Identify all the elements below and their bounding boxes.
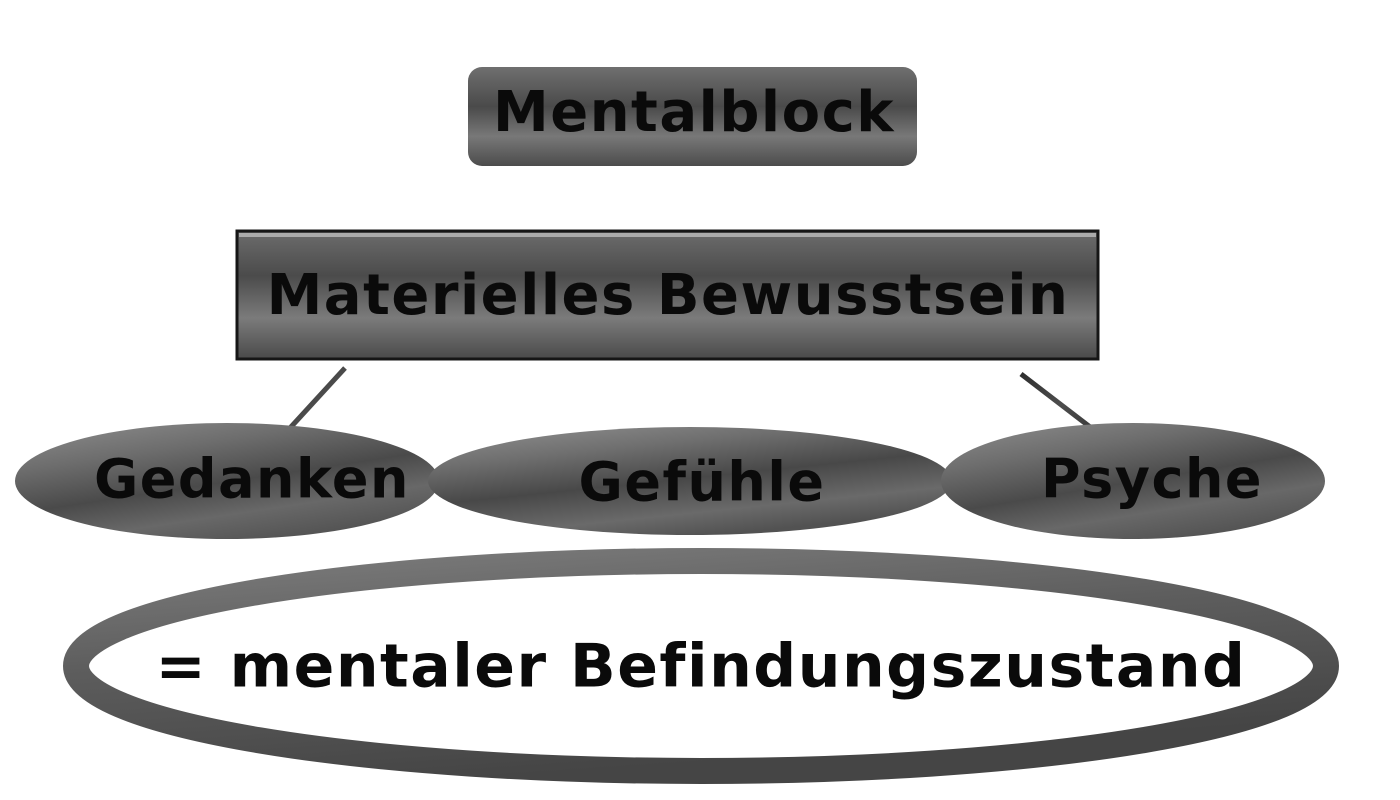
- mentalblock-label: Mentalblock: [493, 80, 895, 145]
- materielles-bewusstsein-box: [235, 229, 1100, 361]
- node-materielles-bewusstsein[interactable]: Materielles Bewusstsein: [235, 229, 1100, 361]
- psyche-label: Psyche: [1041, 448, 1263, 511]
- node-mentalblock[interactable]: Mentalblock: [468, 67, 917, 166]
- gefuehle-ellipse: [428, 427, 952, 535]
- gedanken-ellipse: [15, 423, 439, 539]
- gedanken-label: Gedanken: [94, 448, 410, 511]
- materielles-bewusstsein-highlight: [239, 233, 1096, 237]
- mentalblock-box: [468, 67, 917, 166]
- node-gedanken[interactable]: Gedanken: [15, 423, 439, 539]
- befindungszustand-ellipse-outline: [63, 548, 1339, 784]
- node-befindungszustand[interactable]: = mentaler Befindungszustand: [63, 548, 1339, 784]
- node-psyche[interactable]: Psyche: [941, 423, 1325, 539]
- node-gefuehle[interactable]: Gefühle: [428, 427, 952, 535]
- materielles-bewusstsein-label: Materielles Bewusstsein: [267, 263, 1070, 328]
- connector-bewusstsein-to-psyche: [1019, 372, 1096, 432]
- connector-bewusstsein-to-gedanken: [288, 366, 347, 430]
- psyche-ellipse: [941, 423, 1325, 539]
- gefuehle-label: Gefühle: [579, 451, 826, 514]
- befindungszustand-label: = mentaler Befindungszustand: [155, 632, 1246, 702]
